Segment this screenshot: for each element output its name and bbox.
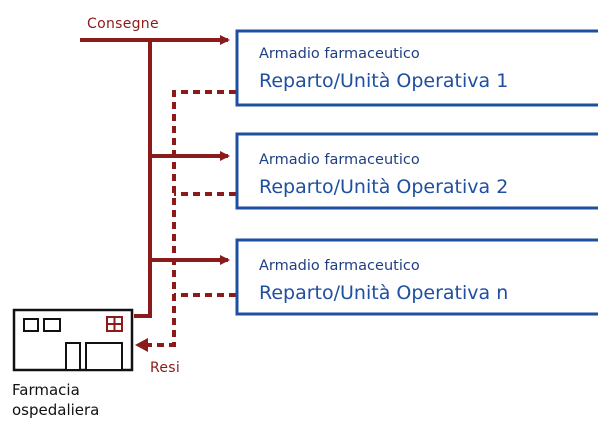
unit-2-title: Reparto/Unità Operativa 2 [259,176,508,198]
delivery-lines [80,35,230,318]
pharmacy-building-icon [12,308,134,372]
unit-2-subtitle: Armadio farmaceutico [259,152,420,168]
returns-label: Resi [150,360,180,376]
return-arrowhead [135,338,148,352]
deliveries-label: Consegne [87,16,159,32]
unit-1-subtitle: Armadio farmaceutico [259,46,420,62]
unit-box-3: Armadio farmaceutico Reparto/Unità Opera… [235,238,598,316]
unit-3-subtitle: Armadio farmaceutico [259,258,420,274]
pharmacy-caption-line2: ospedaliera [12,401,99,419]
return-lines [146,90,236,347]
unit-box-1: Armadio farmaceutico Reparto/Unità Opera… [235,29,598,107]
pharmacy-caption-line1: Farmacia [12,381,80,399]
unit-3-title: Reparto/Unità Operativa n [259,282,508,304]
unit-1-title: Reparto/Unità Operativa 1 [259,70,508,92]
unit-box-2: Armadio farmaceutico Reparto/Unità Opera… [235,132,598,210]
